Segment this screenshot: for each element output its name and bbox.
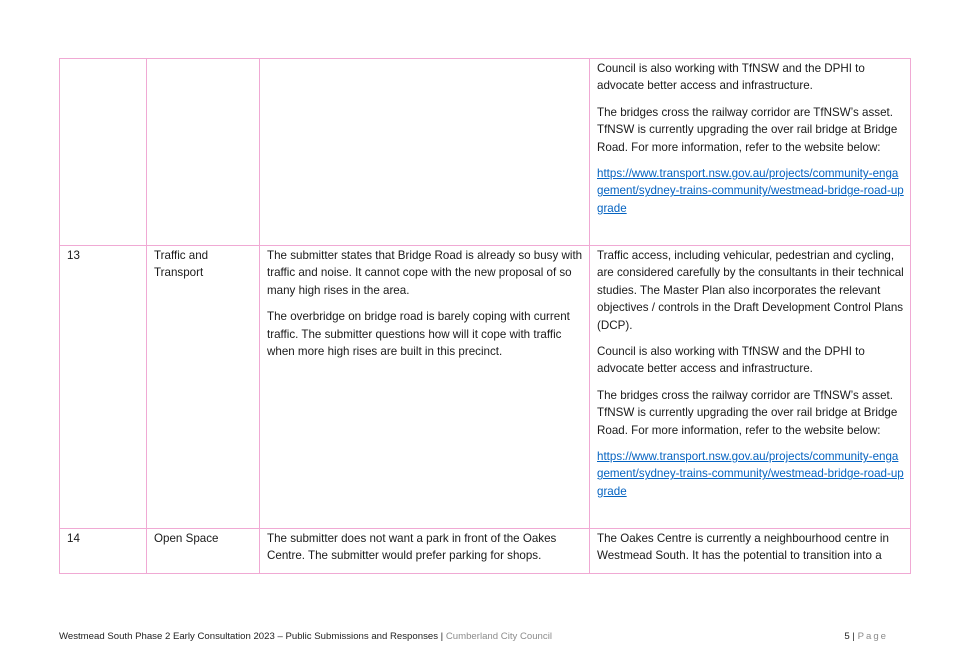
footer-org: Cumberland City Council (445, 631, 552, 642)
submission-cell: The submitter does not want a park in fr… (259, 528, 590, 574)
submission-paragraph: The submitter does not want a park in fr… (267, 532, 557, 563)
table-row: 14 Open Space The submitter does not wan… (59, 528, 911, 574)
footer-doc-title: Westmead South Phase 2 Early Consultatio… (59, 631, 438, 642)
page-footer: Westmead South Phase 2 Early Consultatio… (59, 631, 889, 642)
id-cell: 13 (59, 245, 147, 529)
response-paragraph: The bridges cross the railway corridor a… (597, 388, 898, 437)
category-cell: Open Space (146, 528, 260, 574)
response-cell: The Oakes Centre is currently a neighbou… (589, 528, 911, 574)
response-paragraph: Traffic access, including vehicular, ped… (597, 249, 904, 332)
id-cell: 14 (59, 528, 147, 574)
submission-paragraph: The submitter states that Bridge Road is… (267, 249, 583, 297)
submission-cell (259, 58, 590, 246)
id-cell (59, 58, 147, 246)
page-number-value: 5 (844, 631, 850, 642)
table-row: Council is also working with TfNSW and t… (59, 58, 911, 246)
page-number-separator: | (852, 631, 855, 642)
response-paragraph: Council is also working with TfNSW and t… (597, 62, 865, 93)
table-row: 13 Traffic and Transport The submitter s… (59, 245, 911, 529)
page-word: Page (857, 631, 888, 642)
website-link[interactable]: https://www.transport.nsw.gov.au/project… (597, 450, 904, 498)
category-cell: Traffic and Transport (146, 245, 260, 529)
response-cell: Council is also working with TfNSW and t… (589, 58, 911, 246)
submission-paragraph: The overbridge on bridge road is barely … (267, 310, 570, 359)
footer-separator: | (440, 631, 444, 642)
page-number: 5 | Page (844, 631, 888, 642)
response-paragraph: The Oakes Centre is currently a neighbou… (597, 532, 889, 563)
response-paragraph: Council is also working with TfNSW and t… (597, 345, 865, 376)
submission-cell: The submitter states that Bridge Road is… (259, 245, 590, 529)
response-paragraph: The bridges cross the railway corridor a… (597, 105, 898, 154)
response-cell: Traffic access, including vehicular, ped… (589, 245, 911, 529)
category-cell (146, 58, 260, 246)
website-link[interactable]: https://www.transport.nsw.gov.au/project… (597, 167, 904, 215)
submissions-table: Council is also working with TfNSW and t… (59, 58, 911, 574)
